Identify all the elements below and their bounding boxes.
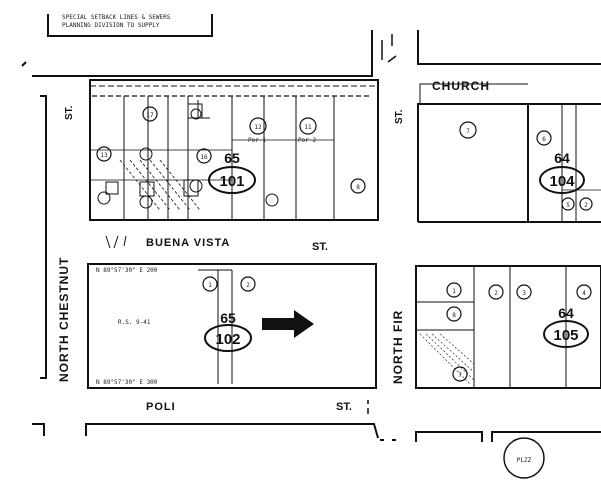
lower-block-edge-right — [491, 431, 601, 442]
poli-st-suffix: ST. — [336, 401, 352, 413]
page-105: 105 — [553, 327, 578, 344]
page-102: 102 — [215, 331, 240, 348]
poli-street-label: POLI — [146, 401, 176, 413]
book-64-upper: 64 — [554, 150, 570, 166]
dim-top-label: N 89°57'30" E 200 — [96, 267, 158, 274]
street-marks — [381, 34, 397, 63]
page-104: 104 — [549, 173, 575, 190]
parcel-105-2: 2 — [494, 290, 498, 297]
por-1-label: Por 1 — [248, 137, 266, 144]
north-chestnut-edge — [40, 95, 47, 379]
parcel-105-7: 7 — [458, 372, 462, 379]
block-number-101: 65 101 — [208, 150, 256, 194]
parcel-102-2: 2 — [246, 282, 250, 289]
parcel-101-12: 12 — [254, 124, 262, 131]
parcel-105-1: 1 — [452, 288, 456, 295]
parcel-105-3: 3 — [522, 290, 526, 297]
parcel-104-6: 6 — [542, 136, 546, 143]
block-101 — [89, 79, 379, 221]
rs-label: R.S. 9-41 — [118, 319, 151, 326]
direction-arrow-icon — [262, 310, 314, 338]
corner-mark — [21, 61, 27, 67]
por-2-label: Por 2 — [298, 137, 316, 144]
block-number-102: 65 102 — [204, 310, 252, 352]
north-chestnut-street-label: NORTH CHESTNUT — [57, 257, 71, 382]
street-edge-upper-left — [32, 30, 373, 77]
lower-left-corner — [32, 423, 45, 436]
st-label-upper-mid: ST. — [394, 109, 405, 124]
header-note-line2: PLANNING DIVISION TO SUPPLY — [62, 22, 160, 29]
header-note: SPECIAL SETBACK LINES & SEWERS PLANNING … — [47, 14, 213, 37]
parcel-104-2: 2 — [584, 202, 588, 209]
corner-parcel-text: PLZZ — [517, 457, 532, 464]
parcel-labels-block-102: 1 2 — [202, 276, 256, 292]
buena-vista-st-suffix: ST. — [312, 241, 328, 253]
parcel-101-16: 16 — [200, 154, 208, 161]
block-105 — [415, 265, 601, 389]
parcel-104-5: 5 — [566, 202, 570, 209]
book-65-lower: 65 — [220, 310, 236, 326]
parcel-101-11: 11 — [304, 124, 312, 131]
book-64-lower: 64 — [558, 305, 574, 321]
parcel-105-8: 8 — [452, 312, 456, 319]
lower-block-edge-left — [85, 423, 379, 439]
parcel-101-17: 17 — [146, 112, 154, 119]
page-101: 101 — [219, 173, 244, 190]
buena-vista-street-label: BUENA VISTA — [146, 237, 230, 249]
parcel-105-4: 4 — [582, 290, 586, 297]
st-label-upper-left: ST. — [64, 105, 75, 120]
corner-parcel-label: PLZZ — [503, 437, 545, 479]
parcel-labels-block-101: 13 17 16 12 11 8 — [96, 106, 366, 209]
header-note-line1: SPECIAL SETBACK LINES & SEWERS — [62, 14, 171, 21]
lower-block-edge-mid — [415, 431, 483, 442]
parcel-101-13: 13 — [100, 152, 108, 159]
parcel-101-8: 8 — [356, 184, 360, 191]
parcel-labels-block-105: 1 2 3 4 8 7 — [446, 282, 592, 382]
street-edge-upper-right — [417, 30, 601, 65]
parcel-labels-block-104: 7 6 5 2 — [459, 121, 593, 211]
dim-bottom-label: N 89°57'30" E 300 — [96, 379, 158, 386]
church-street-label: CHURCH — [432, 79, 490, 93]
parcel-102-1: 1 — [208, 282, 212, 289]
block-number-104: 64 104 — [539, 150, 585, 194]
parcel-104-7: 7 — [466, 128, 470, 135]
book-65-upper: 65 — [224, 150, 240, 166]
north-fir-street-label: NORTH FIR — [391, 310, 405, 384]
block-number-105: 64 105 — [543, 305, 589, 348]
